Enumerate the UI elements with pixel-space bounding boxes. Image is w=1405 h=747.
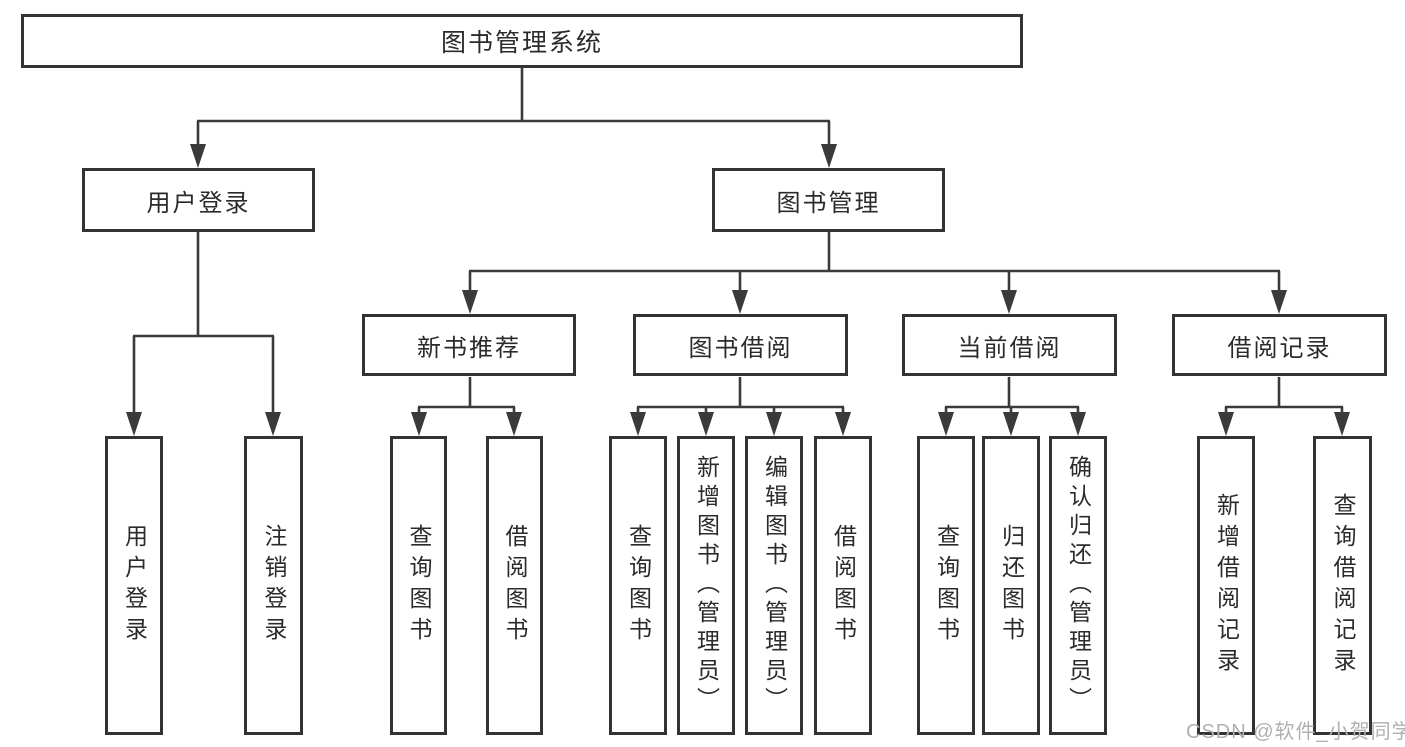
node-borrow-books-action: 借阅图书 <box>814 436 872 735</box>
node-query-books-borrow: 查询图书 <box>609 436 667 735</box>
node-current-borrow: 当前借阅 <box>902 314 1117 376</box>
node-new-book-recommend: 新书推荐 <box>362 314 576 376</box>
node-label: 编辑图书（管理员） <box>761 455 788 716</box>
node-query-books-current: 查询图书 <box>917 436 975 735</box>
node-edit-books-admin: 编辑图书（管理员） <box>745 436 803 735</box>
node-label: 新增借阅记录 <box>1213 492 1240 679</box>
node-label: 查询借阅记录 <box>1330 492 1356 679</box>
node-label: 用户登录 <box>121 523 148 648</box>
node-add-borrow-record: 新增借阅记录 <box>1197 436 1255 735</box>
node-label: 归还图书 <box>998 523 1025 648</box>
node-label: 查询图书 <box>406 523 432 648</box>
node-return-books: 归还图书 <box>982 436 1040 735</box>
arrowheads <box>126 144 1350 436</box>
node-logout-action: 注销登录 <box>244 436 303 735</box>
node-library-management-system: 图书管理系统 <box>21 14 1023 68</box>
node-label: 确认归还（管理员） <box>1065 455 1092 716</box>
watermark: CSDN @软件_小贺同学 <box>1186 721 1405 743</box>
node-user-login-action: 用户登录 <box>105 436 163 735</box>
node-borrow-records: 借阅记录 <box>1172 314 1387 376</box>
node-query-books-recommend: 查询图书 <box>390 436 447 735</box>
node-label: 借阅图书 <box>830 523 857 648</box>
node-label: 新增图书（管理员） <box>693 455 720 716</box>
node-label: 查询图书 <box>933 523 960 648</box>
node-book-management: 图书管理 <box>712 168 945 232</box>
node-book-borrow: 图书借阅 <box>633 314 848 376</box>
node-borrow-books-recommend: 借阅图书 <box>486 436 543 735</box>
node-add-books-admin: 新增图书（管理员） <box>677 436 735 735</box>
node-label: 查询图书 <box>625 523 652 648</box>
node-confirm-return-admin: 确认归还（管理员） <box>1049 436 1107 735</box>
node-label: 注销登录 <box>261 523 287 648</box>
node-user-login: 用户登录 <box>82 168 315 232</box>
node-query-borrow-record: 查询借阅记录 <box>1313 436 1372 735</box>
node-label: 借阅图书 <box>502 523 528 648</box>
